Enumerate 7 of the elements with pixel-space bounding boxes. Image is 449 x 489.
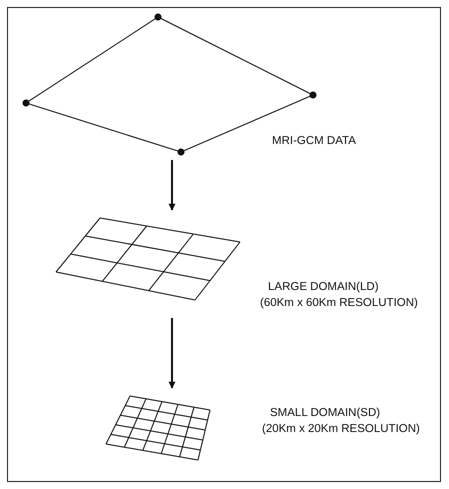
arrow [168, 160, 176, 211]
arrow [168, 318, 176, 389]
node-label: (60Km x 60Km RESOLUTION) [260, 296, 418, 311]
node-label: (20Km x 20Km RESOLUTION) [262, 422, 420, 437]
node-label: LARGE DOMAIN(LD) [268, 280, 379, 295]
node-label: MRI-GCM DATA [272, 134, 356, 149]
node-label: SMALL DOMAIN(SD) [270, 406, 380, 421]
